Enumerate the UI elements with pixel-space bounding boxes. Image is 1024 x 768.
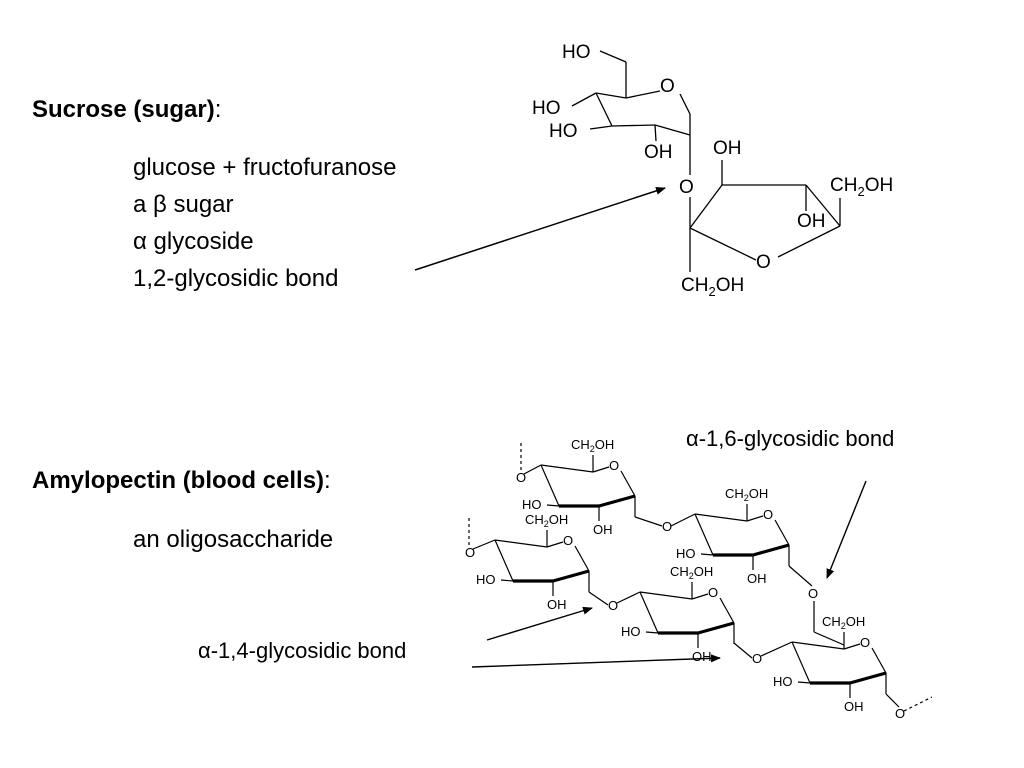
glycosidic-o: O [679, 177, 694, 198]
alpha-1-6-label: α-1,6-glycosidic bond [686, 426, 895, 451]
amylopectin-heading: Amylopectin (blood cells): [32, 467, 331, 495]
sucrose-line: glucose + fructofuranose [133, 154, 397, 181]
fructose-ch2oh-bottom: CH2OH [681, 275, 744, 299]
ring-ch2oh: CH2OH [822, 614, 865, 631]
bridging-o: O [662, 519, 672, 534]
ring-ch2oh: CH2OH [725, 486, 768, 503]
fructose-oh-top: OH [713, 138, 742, 159]
amylopectin-colon: : [324, 467, 331, 494]
sucrose-heading: Sucrose (sugar): [32, 96, 221, 124]
ring-o: O [860, 635, 870, 650]
sucrose-colon: : [214, 96, 222, 123]
bridging-o: O [752, 651, 762, 666]
amylopectin-details: an oligosaccharide [133, 521, 333, 558]
glucose-unit-5: CH2OH O HO OH [773, 614, 887, 714]
amylopectin-structure: CH2OHOHOOHCH2OHOHOOHCH2OHOHOOHCH2OHOHOOH… [465, 437, 933, 721]
sucrose-line: α glycoside [133, 228, 254, 255]
glucose-unit-1: CH2OH O HO OH [522, 437, 636, 537]
chain-end-o: O [516, 470, 526, 485]
glucose-ho-left2: HO [549, 121, 578, 142]
ring-ho: HO [676, 546, 696, 561]
ring-ch2oh: CH2OH [525, 512, 568, 529]
fructose-ch2oh-right: CH2OH [830, 175, 893, 199]
ring-oh: OH [692, 649, 712, 664]
glucose-ring [571, 50, 691, 175]
fructose-ring-o: O [756, 252, 771, 273]
alpha-1-6-arrow [826, 480, 867, 579]
amylopectin-title: Amylopectin (blood cells) [32, 467, 325, 494]
chain-end-o: O [465, 545, 475, 560]
sucrose-title: Sucrose (sugar) [32, 96, 215, 123]
sucrose-structure [571, 50, 841, 272]
glucose-ho-left1: HO [532, 98, 561, 119]
ring-o: O [563, 533, 573, 548]
glucose-unit-4: CH2OH O HO OH [621, 564, 735, 664]
alpha-1-4-arrow-lower [471, 654, 721, 668]
bridging-o: O [608, 598, 618, 613]
glycosidic-bond-arrow [414, 187, 666, 271]
ring-oh: OH [844, 699, 864, 714]
ring-ho: HO [476, 572, 496, 587]
sucrose-line: 1,2-glycosidic bond [133, 265, 339, 292]
ring-oh: OH [593, 522, 613, 537]
ring-oh: OH [547, 597, 567, 612]
glucose-ho-top: HO [562, 42, 591, 63]
sucrose-details: glucose + fructofuranose a β sugar α gly… [133, 149, 397, 297]
sucrose-line: a β sugar [133, 191, 234, 218]
ring-oh: OH [747, 571, 767, 586]
ring-ch2oh: CH2OH [571, 437, 614, 454]
ring-o: O [708, 585, 718, 600]
glucose-oh-bottom: OH [644, 142, 673, 163]
branch-o: O [808, 586, 818, 601]
alpha-1-4-label: α-1,4-glycosidic bond [198, 638, 407, 663]
alpha-1-4-arrow-upper [486, 606, 593, 641]
ring-ho: HO [522, 497, 542, 512]
fructose-oh-ring: OH [797, 211, 826, 232]
glucose-ring-o: O [660, 76, 675, 97]
ring-ho: HO [621, 624, 641, 639]
amylopectin-line: an oligosaccharide [133, 526, 334, 553]
ring-ch2oh: CH2OH [670, 564, 713, 581]
reducing-end-o: O [895, 706, 905, 721]
ring-ho: HO [773, 674, 793, 689]
sucrose-atom-labels: HO O HO HO OH O OH CH2OH OH O CH2OH [532, 42, 893, 299]
ring-o: O [763, 507, 773, 522]
glucose-unit-2: CH2OH O HO OH [676, 486, 790, 586]
ring-o: O [609, 458, 619, 473]
glucose-unit-3: CH2OH O HO OH [476, 512, 590, 612]
fructose-ring [689, 160, 841, 272]
